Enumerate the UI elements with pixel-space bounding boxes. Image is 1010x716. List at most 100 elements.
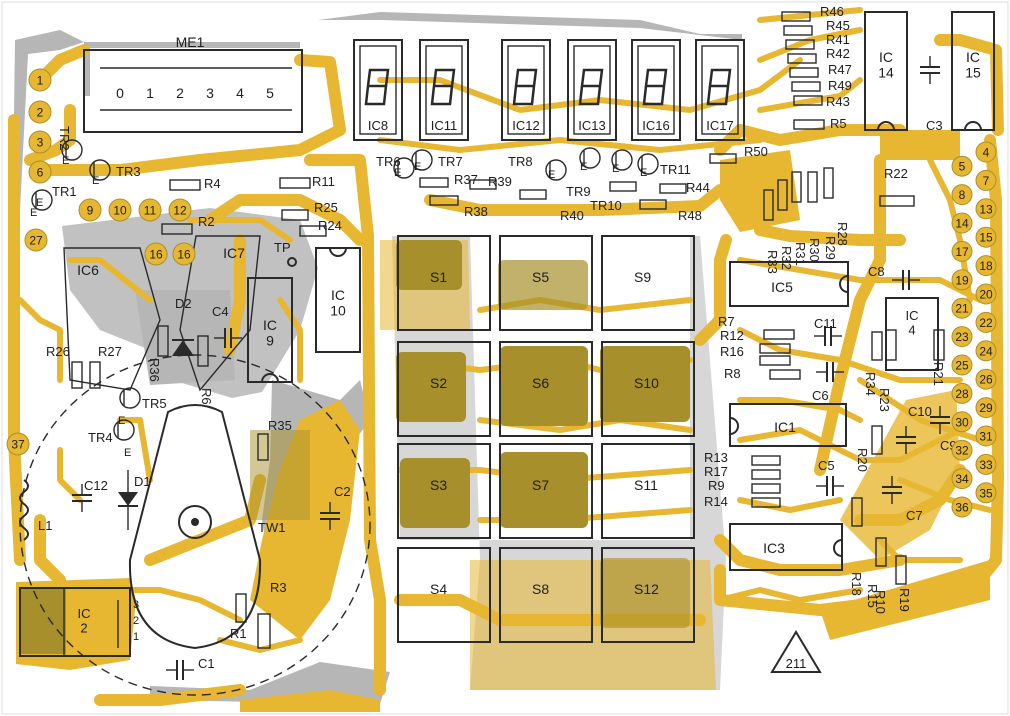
emitter-mark: E: [92, 175, 99, 187]
capacitor-label: C12: [84, 478, 108, 493]
capacitor-symbol: [814, 326, 842, 346]
ic6-label: IC6: [77, 262, 99, 278]
resistor-label: R43: [826, 94, 850, 109]
resistor-body: [781, 11, 811, 22]
resistor-body: [235, 593, 247, 623]
pad-label: 3: [37, 136, 44, 150]
resistor-label: R26: [46, 344, 70, 359]
connector-pad: 9: [78, 198, 102, 222]
connector-pad: 18: [975, 255, 997, 277]
switch-label: S3: [430, 477, 447, 493]
segment-display-label: IC17: [706, 118, 733, 133]
resistor-body: [759, 355, 791, 366]
transistor-symbol: [637, 153, 659, 175]
connector-pad: 8: [951, 184, 973, 206]
segment-display-label: IC16: [642, 118, 669, 133]
pad-label: 36: [955, 501, 969, 515]
switch-label: S10: [634, 375, 659, 391]
resistor-label: R38: [464, 204, 488, 219]
connector-pad: 17: [951, 240, 973, 262]
pad-label: 10: [113, 204, 127, 218]
ic1-label: IC1: [774, 419, 796, 435]
capacitor-label: C3: [926, 118, 943, 133]
transistor-symbol: [545, 159, 567, 181]
switch-footprint: S9: [601, 235, 695, 331]
segment-display: IC16: [631, 39, 681, 141]
transistor-symbol: [611, 149, 633, 171]
connector-pad: 12: [168, 198, 192, 222]
resistor-label: R19: [897, 588, 912, 612]
pad-label: 29: [979, 401, 993, 415]
resistor-body: [609, 181, 637, 192]
display-digit: 3: [206, 85, 214, 101]
resistor-body: [419, 177, 449, 188]
pad-label: 7: [983, 174, 990, 188]
capacitor-label: C2: [334, 484, 351, 499]
resistor-body: [777, 179, 788, 211]
pad-label: 24: [979, 344, 993, 358]
resistor-label: R6: [199, 388, 214, 405]
switch-footprint: S10: [601, 341, 695, 437]
connector-pad: 27: [24, 228, 48, 252]
emitter-mark: E: [36, 197, 43, 209]
connector-pad: 33: [975, 453, 997, 475]
connector-pad: 25: [951, 354, 973, 376]
board-number: 211: [786, 656, 807, 671]
resistor-label: R8: [724, 366, 741, 381]
segment-display-label: IC8: [368, 118, 388, 133]
resistor-body: [659, 183, 687, 194]
capacitor-symbol: [320, 502, 340, 530]
resistor-label: R45: [826, 18, 850, 33]
switch-label: S4: [430, 581, 447, 597]
emitter-mark: E: [414, 161, 421, 173]
capacitor-symbol: [816, 476, 844, 496]
connector-pad: 16: [144, 242, 168, 266]
resistor-label: R5: [830, 116, 847, 131]
resistor-body: [823, 167, 834, 199]
resistor-body: [197, 335, 209, 367]
ic5-footprint: IC5: [729, 261, 849, 307]
switch-footprint: S2: [397, 341, 491, 437]
resistor-label: R41: [826, 32, 850, 47]
resistor-label: R17: [704, 464, 728, 479]
seven-segment-glyph: [364, 68, 390, 106]
switch-footprint: S1: [397, 235, 491, 331]
pad-label: 8: [959, 188, 966, 202]
connector-pad: 7: [975, 169, 997, 191]
resistor-label: R1: [230, 626, 247, 641]
pad-label: 20: [979, 288, 993, 302]
capacitor-symbol: [896, 426, 916, 454]
capacitor-label: C5: [818, 458, 835, 473]
resistor-body: [281, 209, 309, 221]
ic1-footprint: IC1: [729, 403, 847, 447]
ic7-outline: IC7: [179, 235, 261, 392]
pad-label: 28: [955, 387, 969, 401]
emitter-mark: E: [580, 161, 587, 173]
pad-label: 12: [173, 204, 187, 218]
resistor-label: R10: [873, 590, 888, 614]
transistor-symbol: [31, 189, 53, 211]
resistor-label: R50: [744, 144, 768, 159]
transistor-label: TR10: [590, 198, 622, 213]
resistor-body: [299, 225, 327, 237]
emitter-mark: E: [124, 447, 131, 459]
pad-label: 37: [11, 438, 25, 452]
display-digit: 5: [266, 85, 274, 101]
transistor-label: TR7: [438, 154, 463, 169]
connector-pad: 1: [28, 68, 52, 92]
resistor-label: R47: [828, 62, 852, 77]
pad-label: 27: [29, 234, 43, 248]
resistor-label: R30: [807, 238, 822, 262]
resistor-label: R18: [849, 572, 864, 596]
resistor-label: R39: [488, 174, 512, 189]
connector-pad: 20: [975, 283, 997, 305]
resistor-label: R34: [863, 372, 878, 396]
resistor-label: R9: [708, 478, 725, 493]
pad-label: 23: [955, 330, 969, 344]
pad-label: 22: [979, 316, 993, 330]
transistor-symbol: [579, 147, 601, 169]
